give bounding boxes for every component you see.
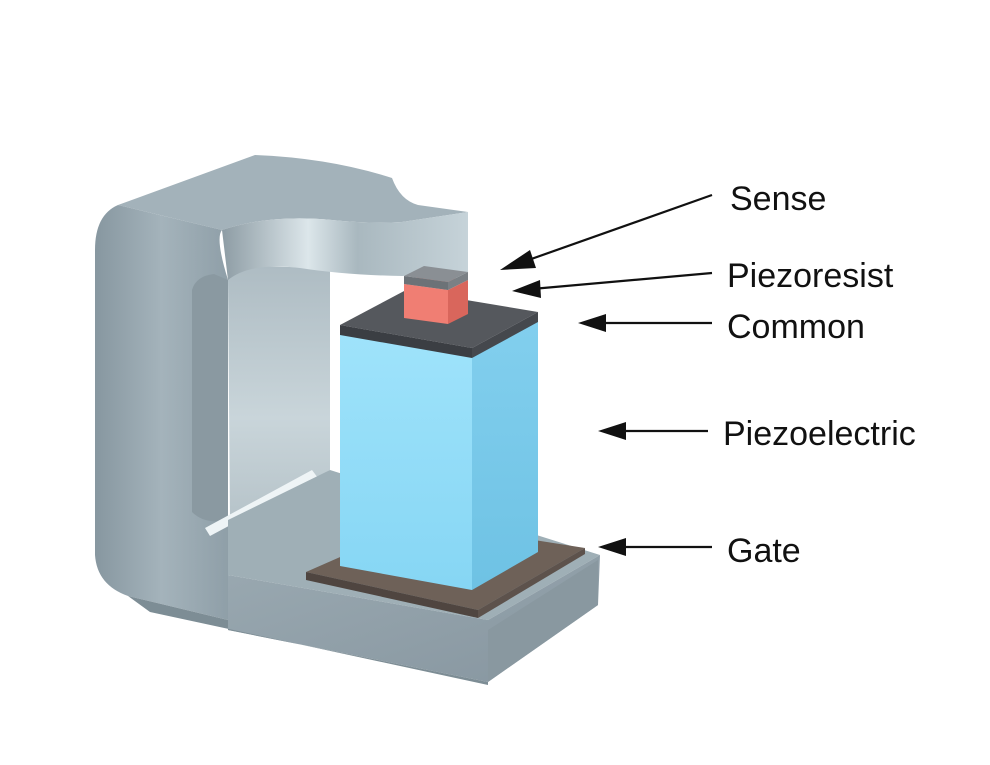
piezoresist-arrow-line [531,271,713,291]
piezoresist-arrow-head [512,280,541,298]
label-piezoresist: Piezoresist [727,257,894,295]
common-arrow-head [578,314,606,332]
label-sense: Sense [730,180,826,218]
gate-arrow-head [598,538,626,556]
label-gate: Gate [727,532,801,570]
piezoelectric-arrow-head [598,422,626,440]
callout-arrows [500,193,713,556]
piezoelectric-block [340,318,538,590]
frame-inner-wall [228,266,330,520]
block-side-face [472,318,538,590]
sense-arrow-head [500,250,536,270]
frame-inner-shadow [192,274,228,522]
upper-arm-top-surface [118,155,468,230]
sense-contact [404,266,468,290]
base-front-face [128,596,488,685]
base-right-face [488,560,598,682]
sense-arrow-line [519,193,713,265]
label-common: Common [727,308,865,346]
callout-labels: Sense Piezoresist Common Piezoelectric G… [723,180,916,570]
upper-arm-front-face [222,212,468,280]
label-piezoelectric: Piezoelectric [723,415,916,453]
block-front-face [340,333,472,590]
